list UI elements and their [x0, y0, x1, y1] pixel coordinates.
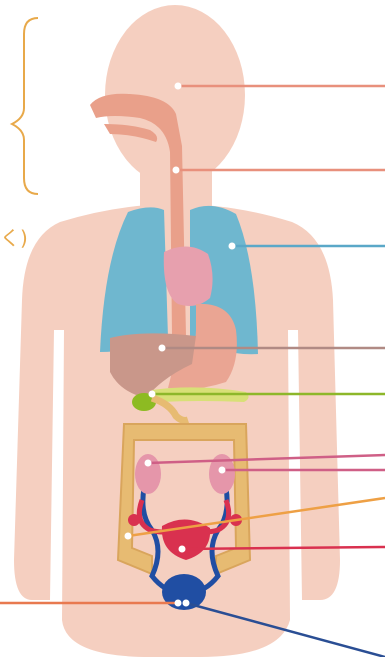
gonad-left [128, 514, 140, 526]
left-edge-text: く) [0, 228, 28, 248]
head-bracket [12, 18, 38, 194]
